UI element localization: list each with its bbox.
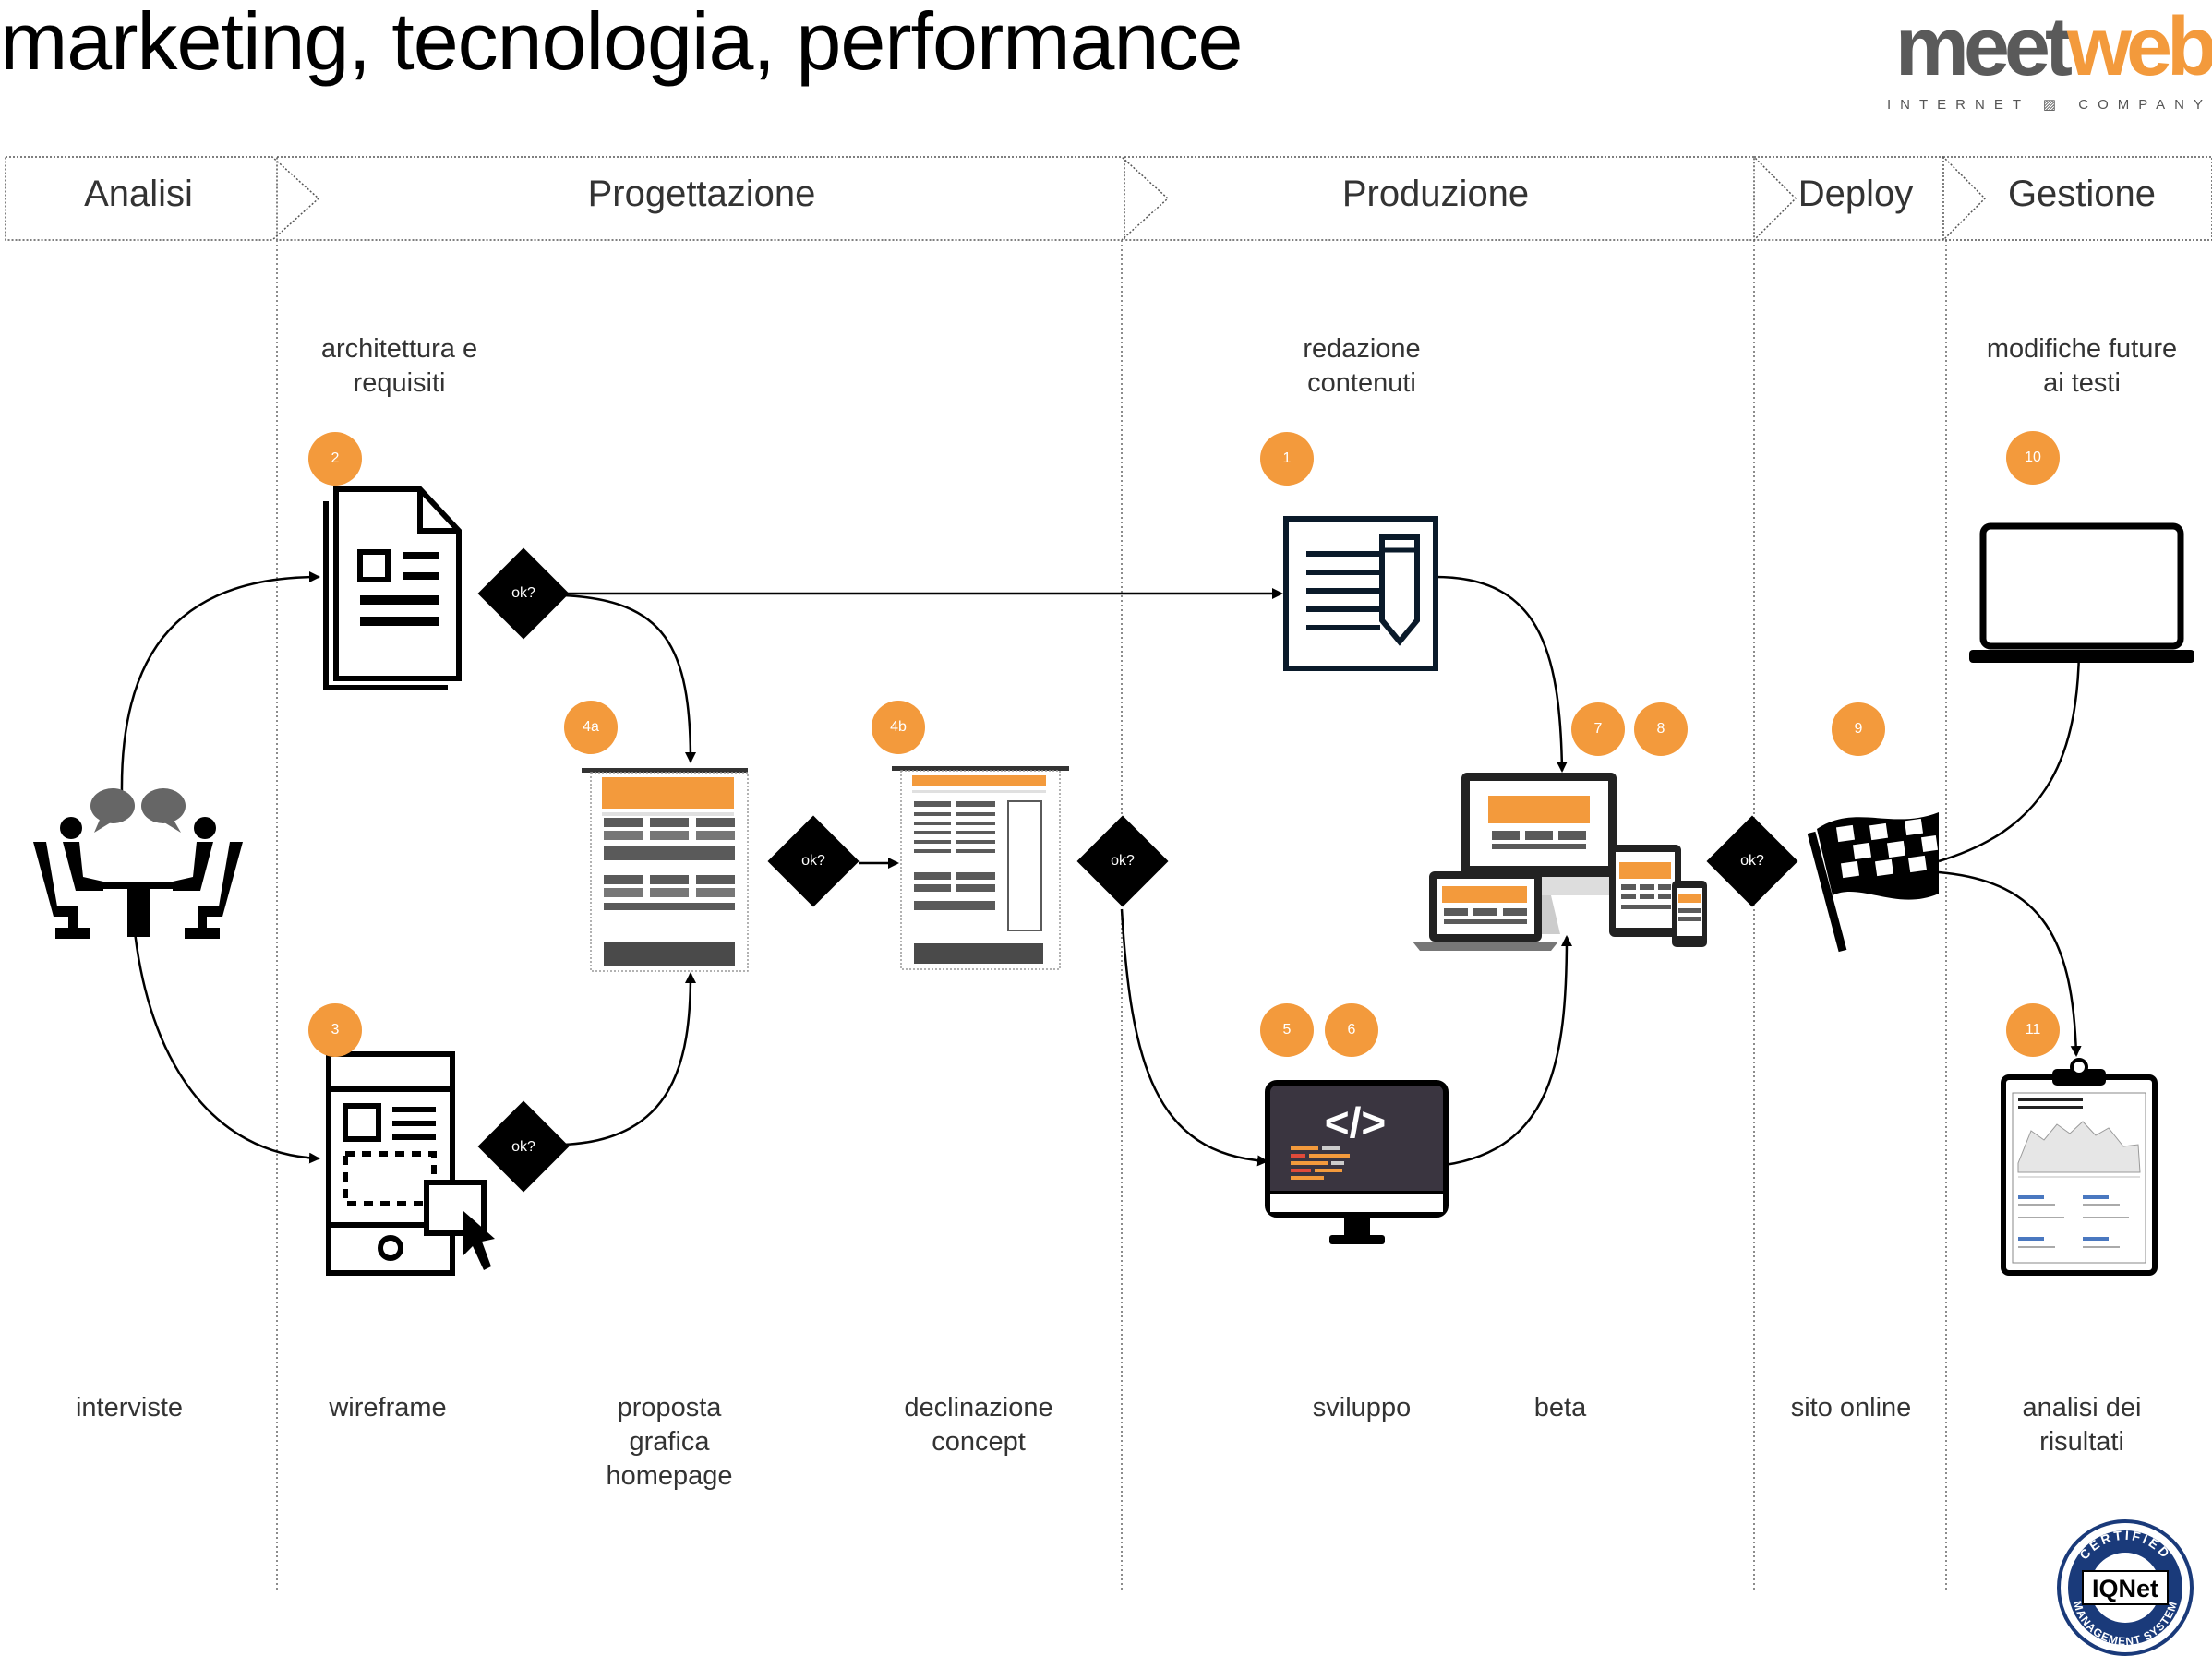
- logo-subtitle: INTERNET ▨ COMPANY: [1887, 97, 2212, 113]
- phase-deploy: Deploy: [1797, 174, 1914, 214]
- code-monitor-icon: </>: [1265, 1080, 1449, 1244]
- connector-interviste-architettura: [120, 571, 320, 795]
- phase-bar: [5, 156, 2212, 241]
- label-wireframe: wireframe: [329, 1393, 447, 1422]
- content-writing-icon: [1283, 516, 1438, 671]
- label-beta: beta: [1533, 1393, 1587, 1422]
- page-title: marketing, tecnologia, performance: [0, 0, 1243, 87]
- phase-progettazione: Progettazione: [587, 174, 816, 214]
- label-redazione: redazione contenuti: [1303, 334, 1421, 398]
- connector-flag-analisi: [1938, 870, 2082, 1057]
- decision-label: ok?: [801, 853, 825, 869]
- document-icon: [323, 486, 462, 690]
- phase-gestione: Gestione: [2007, 174, 2157, 214]
- connector-ok-proposta: [562, 594, 696, 763]
- homepage-mockup-icon: [582, 768, 749, 972]
- decision-label: ok?: [1111, 853, 1135, 869]
- label-interviste: interviste: [75, 1393, 184, 1422]
- connector-wireok-proposta: [562, 972, 696, 1146]
- meeting-icon: [33, 788, 243, 939]
- connector-sviluppo-beta: [1444, 935, 1572, 1167]
- step-badge-6: 6: [1325, 1003, 1378, 1057]
- step-badge-4a: 4a: [564, 701, 618, 754]
- connector-interviste-wireframe: [132, 922, 320, 1164]
- label-analisi: analisi dei risultati: [2022, 1393, 2142, 1457]
- step-badge-8: 8: [1634, 702, 1688, 756]
- label-architettura: architettura e requisiti: [320, 334, 478, 398]
- checkered-flag-icon: [1807, 812, 1939, 953]
- label-proposta: proposta grafica homepage: [606, 1393, 733, 1491]
- decision-label: ok?: [511, 1139, 535, 1155]
- svg-text:</>: </>: [1325, 1098, 1387, 1146]
- meetweb-logo: meetweb INTERNET ▨ COMPANY: [1883, 0, 2212, 148]
- certificate-brand: IQNet: [2092, 1575, 2158, 1602]
- label-modifiche: modifiche future ai testi: [1986, 334, 2178, 398]
- step-badge-10: 10: [2006, 431, 2060, 485]
- step-badge-11: 11: [2006, 1003, 2060, 1057]
- step-badge-3: 3: [308, 1003, 362, 1057]
- step-badge-5: 5: [1260, 1003, 1314, 1057]
- step-badge-1: 1: [1260, 432, 1314, 486]
- phase-analisi: Analisi: [84, 174, 193, 214]
- connector-flag-modifiche: [1938, 650, 2081, 863]
- page-variant-mockup-icon: [892, 766, 1069, 970]
- iqnet-certificate-icon: IQNet CERTIFIED MANAGEMENT SYSTEM: [2057, 1519, 2194, 1656]
- logo-wordmark: meetweb: [1894, 1, 2212, 93]
- label-online: sito online: [1790, 1393, 1912, 1422]
- laptop-icon: [1969, 522, 2194, 663]
- lane-dividers: [276, 240, 1947, 1592]
- label-sviluppo: sviluppo: [1312, 1393, 1412, 1422]
- step-badge-4b: 4b: [872, 701, 925, 754]
- step-badge-7: 7: [1571, 702, 1625, 756]
- connector-ok-sviluppo: [1120, 908, 1268, 1167]
- analytics-clipboard-icon: [2001, 1058, 2158, 1276]
- connector-redazione-beta: [1435, 575, 1568, 773]
- step-badge-9: 9: [1832, 702, 1885, 756]
- responsive-devices-icon: [1413, 773, 1707, 951]
- flow-connectors: [120, 571, 2082, 1167]
- step-badge-2: 2: [308, 432, 362, 486]
- decision-label: ok?: [1740, 853, 1764, 869]
- mobile-wireframe-icon: [326, 1051, 495, 1276]
- label-declinazione: declinazione concept: [904, 1393, 1053, 1457]
- decision-label: ok?: [511, 585, 535, 601]
- phase-produzione: Produzione: [1341, 174, 1530, 214]
